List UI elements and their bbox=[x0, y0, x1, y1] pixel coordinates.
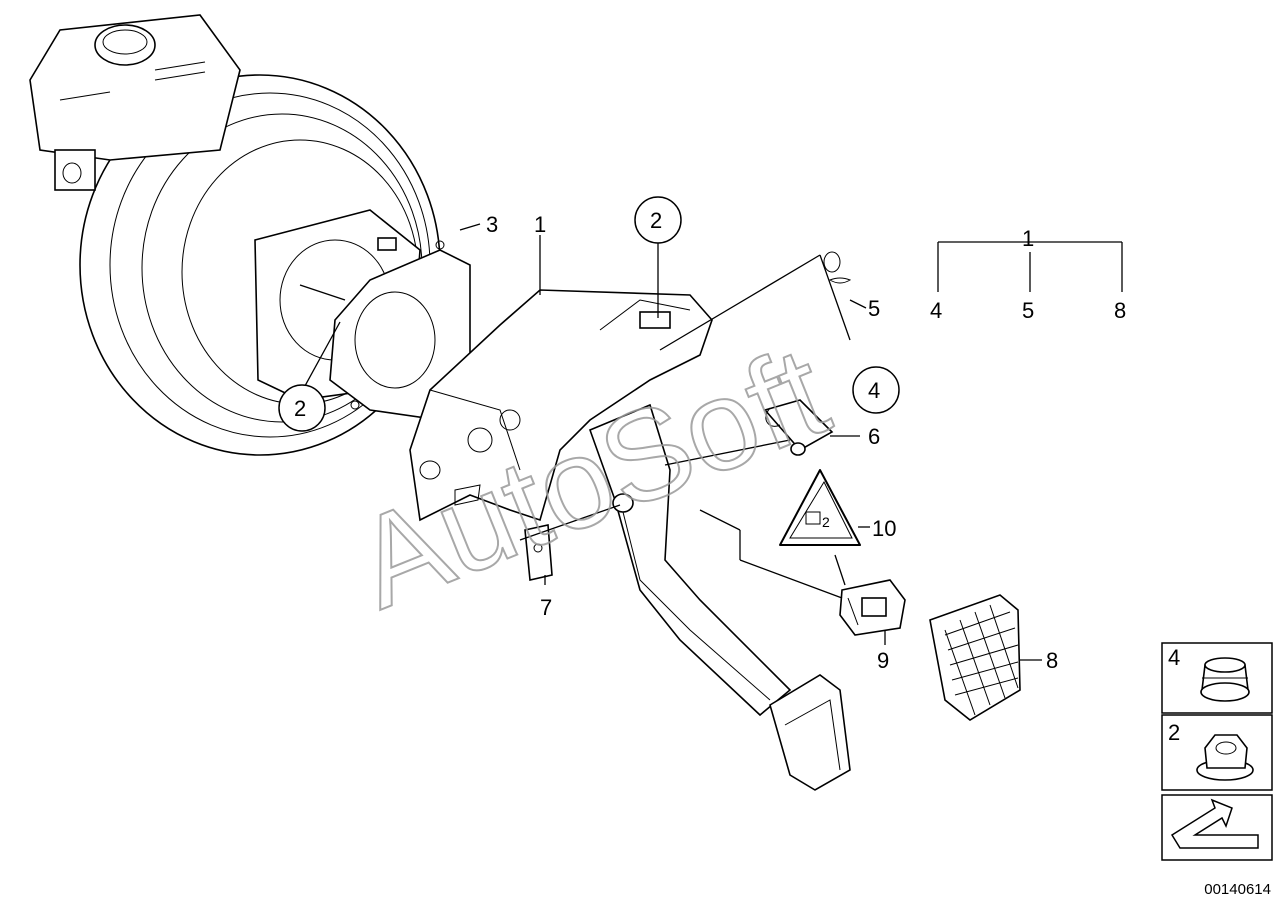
notice-triangle-icon: 2 bbox=[779, 469, 861, 546]
callout-3: 3 bbox=[486, 212, 498, 237]
callout-9: 9 bbox=[877, 648, 889, 673]
callout-1: 1 bbox=[534, 212, 546, 237]
legend-label-2: 2 bbox=[1168, 720, 1180, 745]
callout-4-circle bbox=[852, 366, 900, 414]
pedal-bracket bbox=[409, 289, 713, 522]
tree-child-2: 5 bbox=[1022, 298, 1034, 323]
assembly-tree: 1 4 5 8 bbox=[930, 226, 1126, 323]
callout-2-circle-left bbox=[278, 384, 326, 432]
callout-2-top: 2 bbox=[650, 208, 662, 233]
pedal-pad bbox=[929, 594, 1021, 721]
legend-label-4: 4 bbox=[1168, 645, 1180, 670]
svg-text:2: 2 bbox=[822, 514, 830, 530]
bracket-clip bbox=[524, 524, 553, 581]
pedal-lever bbox=[588, 403, 851, 791]
leader-lines bbox=[299, 223, 1042, 661]
callout-4: 4 bbox=[868, 378, 880, 403]
callout-2-circle-top bbox=[634, 196, 682, 244]
master-cylinder bbox=[29, 14, 241, 191]
tree-root: 1 bbox=[1022, 226, 1034, 251]
callout-6: 6 bbox=[868, 424, 880, 449]
callout-8: 8 bbox=[1046, 648, 1058, 673]
return-spring bbox=[819, 251, 852, 341]
tree-child-1: 4 bbox=[930, 298, 942, 323]
drawing-number: 00140614 bbox=[1204, 881, 1271, 898]
pin-clip bbox=[763, 399, 834, 456]
direction-arrow-icon bbox=[1170, 798, 1259, 849]
pedal-switch bbox=[839, 579, 906, 636]
callout-2-left: 2 bbox=[294, 396, 306, 421]
callout-5: 5 bbox=[868, 296, 880, 321]
tree-child-3: 8 bbox=[1114, 298, 1126, 323]
legend-panel: 4 2 bbox=[1161, 642, 1273, 861]
bushing-nut-icon bbox=[1200, 657, 1250, 702]
callout-7: 7 bbox=[540, 595, 552, 620]
flange-nut-icon bbox=[1196, 734, 1254, 781]
callout-10: 10 bbox=[872, 516, 896, 541]
